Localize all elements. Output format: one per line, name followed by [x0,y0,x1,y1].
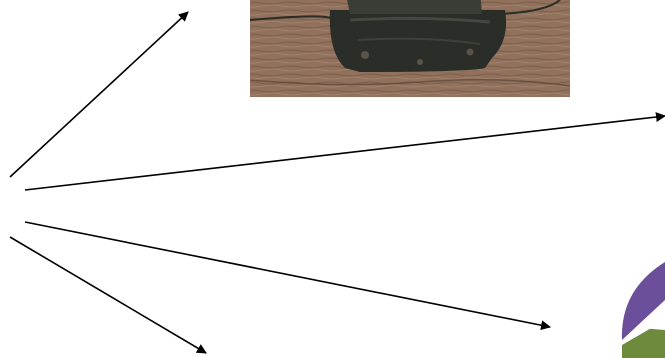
logo-partial [622,262,665,358]
arrow-down-right [10,237,206,353]
top-photo [250,0,570,97]
arrow-right [25,116,665,190]
arrow-up-right [10,12,188,177]
arrow-lower-right [25,222,550,327]
phone-body [330,0,506,72]
